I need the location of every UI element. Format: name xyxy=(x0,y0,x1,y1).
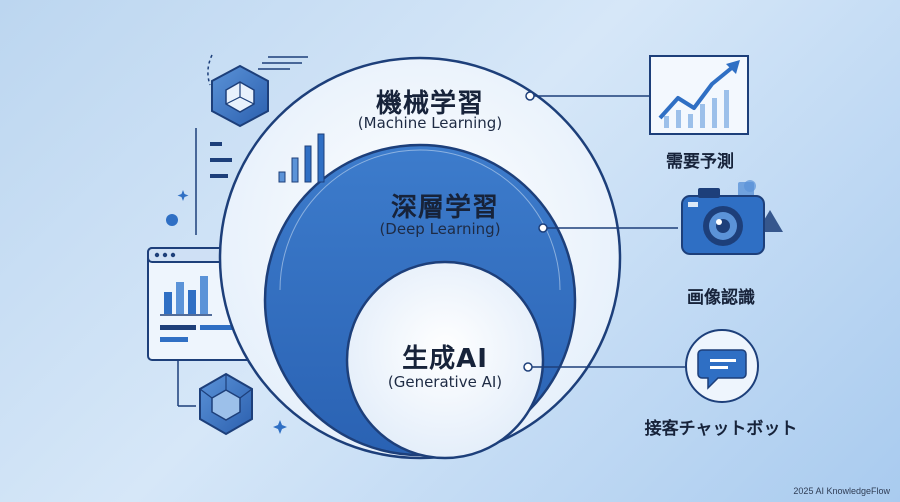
image-recognition-label: 画像認識 xyxy=(687,288,755,308)
hexagon-icon-lower xyxy=(199,372,253,436)
chatbot-label: 接客チャットボット xyxy=(644,419,798,439)
menu-lines-icon xyxy=(210,142,232,178)
demand-forecast-label: 需要予測 xyxy=(666,152,734,172)
generative-ai-circle xyxy=(345,260,545,460)
line-chart-icon xyxy=(649,55,749,135)
sparkle-icon-lower xyxy=(273,420,287,434)
camera-icon xyxy=(681,180,783,255)
generative-ai-subtitle: (Generative AI) xyxy=(387,373,503,391)
dot-icon xyxy=(166,214,178,226)
hexagon-icon xyxy=(211,64,269,128)
chat-bubble-icon xyxy=(685,329,759,403)
connectors xyxy=(523,91,688,372)
generative-ai-title: 生成AI xyxy=(402,344,488,374)
deep-learning-subtitle: (Deep Learning) xyxy=(379,220,501,238)
machine-learning-title: 機械学習 xyxy=(375,89,484,119)
bar-chart-icon xyxy=(278,133,325,183)
sparkle-icon xyxy=(177,190,189,201)
machine-learning-subtitle: (Machine Learning) xyxy=(357,114,503,132)
footer-credit: 2025 AI KnowledgeFlow xyxy=(793,486,890,496)
deep-learning-title: 深層学習 xyxy=(390,193,499,223)
